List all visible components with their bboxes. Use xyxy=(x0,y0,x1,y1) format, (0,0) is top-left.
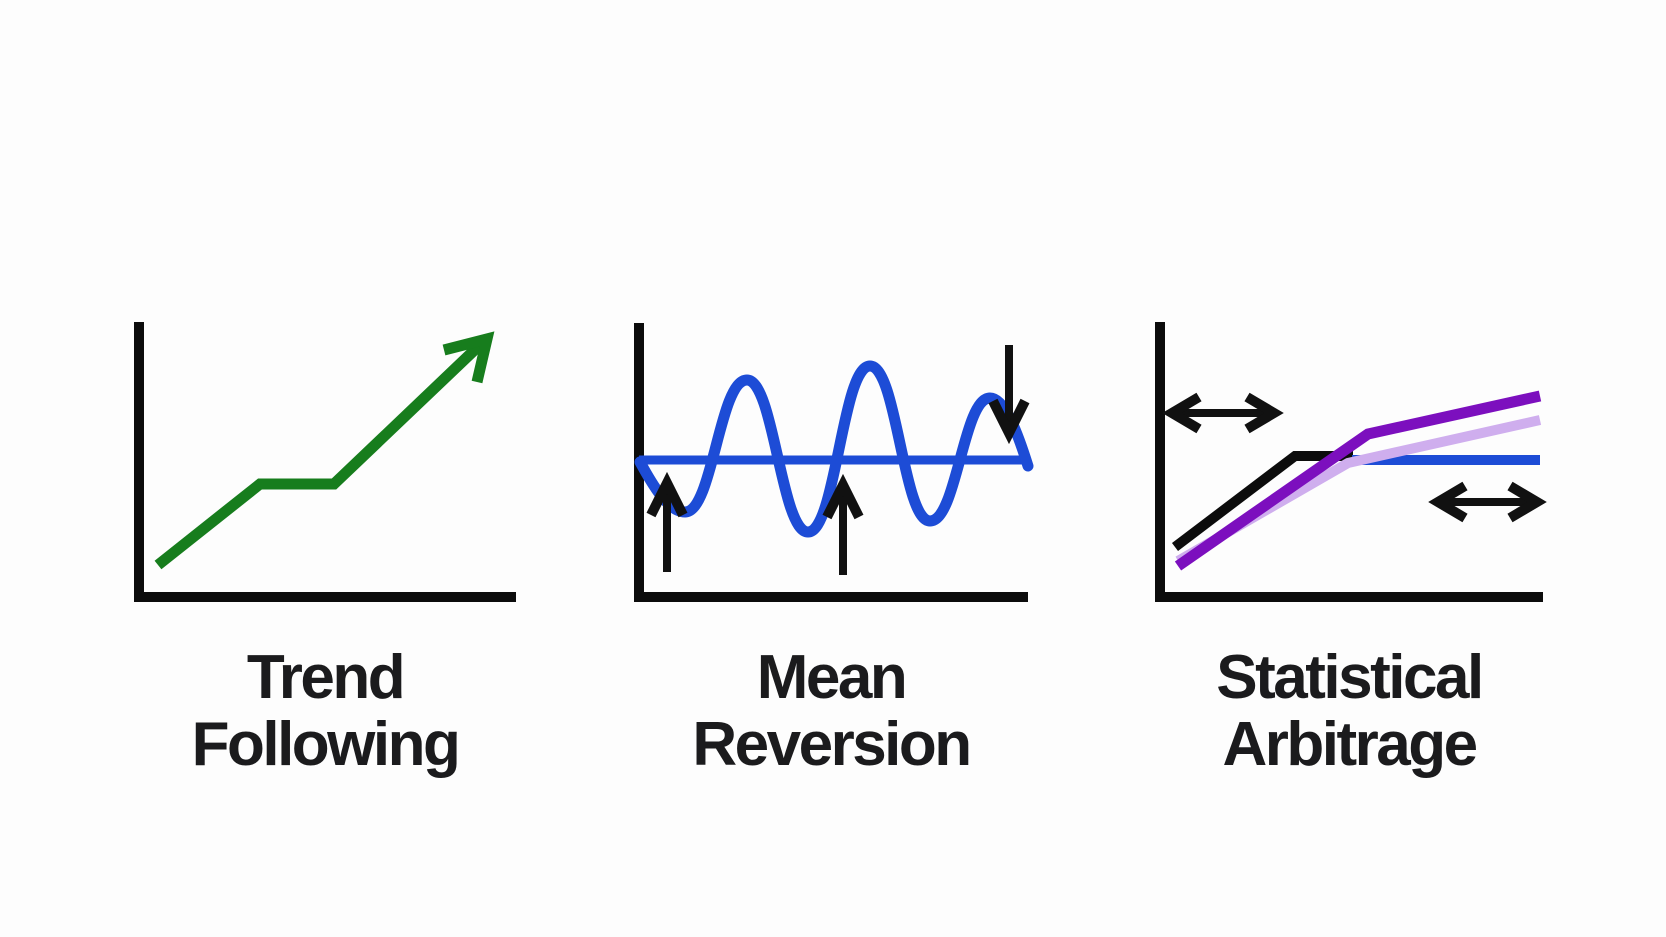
label-line: Reversion xyxy=(692,710,972,779)
panel-label-trend-following: Trend Following xyxy=(115,644,535,778)
label-line: Mean xyxy=(756,643,908,712)
mean-reversion-oscillation-wave xyxy=(634,360,1034,538)
trend-following-trend-arrowhead-icon xyxy=(442,331,495,384)
statistical-arbitrage-axes xyxy=(1155,322,1543,602)
label-line: Trend xyxy=(246,643,406,712)
mean-reversion-buy-arrow-2-head-icon xyxy=(822,473,864,520)
mean-reversion-axes xyxy=(634,323,1028,602)
statistical-arbitrage-spread-arrow-left-head-w-icon xyxy=(1162,392,1202,434)
statistical-arbitrage-spread-arrow-right-head-w-icon xyxy=(1428,481,1468,523)
panel-label-mean-reversion: Mean Reversion xyxy=(621,644,1041,778)
statistical-arbitrage-spread-arrow-left-head-e-icon xyxy=(1244,392,1284,434)
mean-reversion-sell-arrow-head-icon xyxy=(988,398,1030,445)
label-line: Statistical xyxy=(1216,643,1484,712)
label-line: Following xyxy=(191,710,461,779)
trend-following-axes xyxy=(134,322,516,602)
trend-following-trend-line xyxy=(154,337,488,570)
panel-label-statistical-arbitrage: Statistical Arbitrage xyxy=(1139,644,1559,778)
mean-reversion-buy-arrow-1-head-icon xyxy=(646,471,688,518)
statistical-arbitrage-spread-line xyxy=(1174,390,1542,571)
label-line: Arbitrage xyxy=(1222,710,1478,779)
statistical-arbitrage-spread-arrow-right-head-e-icon xyxy=(1507,481,1547,523)
